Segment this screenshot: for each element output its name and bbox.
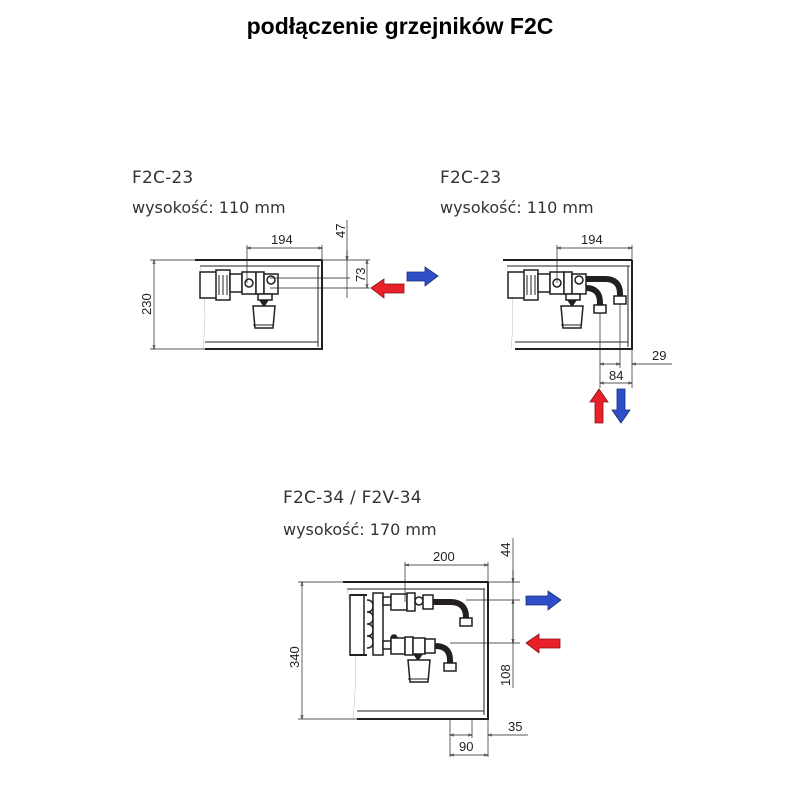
diagram-2-dim-194 xyxy=(557,245,632,283)
diagram-3-dim-200-label: 200 xyxy=(433,549,455,564)
diagram-2-dim-194-label: 194 xyxy=(581,232,603,247)
diagram-3-supply-arrow-icon xyxy=(525,633,561,654)
diagram-1-dim-230 xyxy=(150,260,205,349)
diagram-1-dim-194 xyxy=(247,245,322,283)
diagram-3-dim-35-label: 35 xyxy=(508,719,522,734)
diagram-2-dim-84-label: 84 xyxy=(609,368,623,383)
diagram-2: 194 29 84 xyxy=(503,232,672,424)
diagram-1-height: wysokość: 110 mm xyxy=(132,198,286,217)
diagram-3-return-arrow-icon xyxy=(525,590,562,611)
diagram-2-dim-bottom xyxy=(600,304,672,388)
diagram-1-dim-vertical xyxy=(270,220,370,298)
diagram-2-height: wysokość: 110 mm xyxy=(440,198,594,217)
diagram-1-dim-73-label: 73 xyxy=(353,268,368,282)
page-title: podłączenie grzejników F2C xyxy=(246,13,554,39)
diagram-1-supply-arrow-icon xyxy=(370,278,405,299)
diagram-3-dim-340-label: 340 xyxy=(287,646,302,668)
diagram-2-dim-29-label: 29 xyxy=(652,348,666,363)
diagram-1-valve xyxy=(199,269,279,329)
diagram-1-dim-47-label: 47 xyxy=(333,224,348,238)
diagram-1: 194 47 73 230 xyxy=(139,220,439,350)
diagram-1-housing xyxy=(195,259,323,350)
diagram-3-dim-90-label: 90 xyxy=(459,739,473,754)
diagram-3-dim-bottom xyxy=(450,719,528,757)
diagram-2-supply-arrow-icon xyxy=(589,388,609,424)
diagram-3-dim-44-label: 44 xyxy=(498,543,513,557)
diagram-3-dim-vertical xyxy=(450,538,520,688)
diagram-1-dim-194-label: 194 xyxy=(271,232,293,247)
diagram-1-model: F2C-23 xyxy=(132,168,194,188)
diagram-3-dim-108-label: 108 xyxy=(498,664,513,686)
diagram-3: 200 44 108 340 35 90 xyxy=(287,538,562,757)
diagram-3-valve-manifold xyxy=(349,592,473,683)
diagram-2-housing xyxy=(503,259,633,350)
diagram-3-model: F2C-34 / F2V-34 xyxy=(283,488,422,508)
diagram-2-return-arrow-icon xyxy=(611,388,631,424)
diagram-2-valve xyxy=(507,269,627,329)
diagram-3-dim-340 xyxy=(298,582,357,719)
diagram-3-height: wysokość: 170 mm xyxy=(283,520,437,539)
diagram-1-return-arrow-icon xyxy=(406,266,439,287)
diagram-3-dim-200 xyxy=(405,562,488,602)
diagram-1-dim-230-label: 230 xyxy=(139,293,154,315)
diagram-2-model: F2C-23 xyxy=(440,168,502,188)
